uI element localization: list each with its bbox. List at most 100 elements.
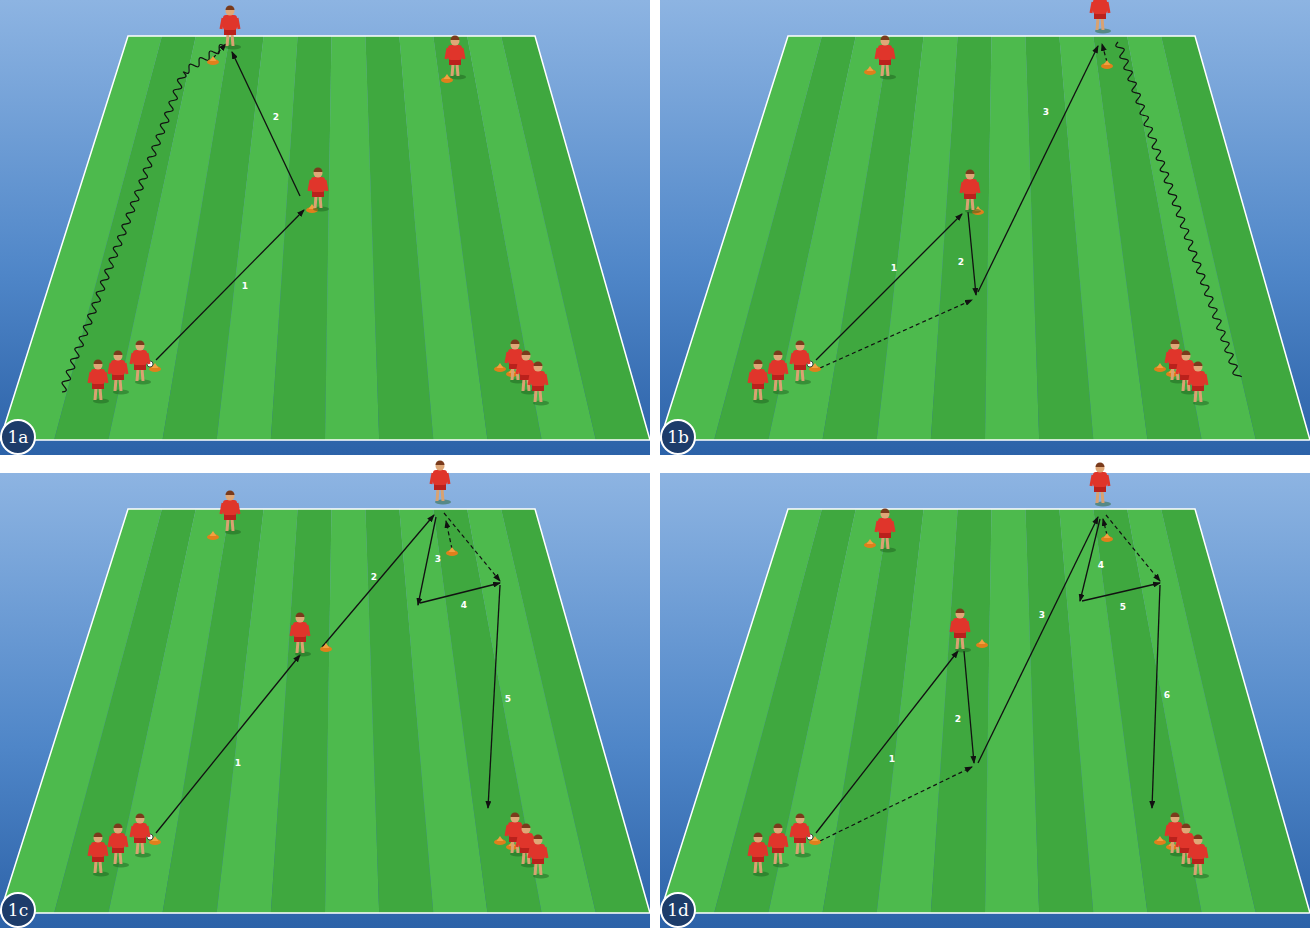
player-figure [961,170,981,214]
step-number: 4 [1098,560,1104,570]
panel-label: 1a [8,427,29,447]
pass-arrow [418,517,436,605]
player-figure [769,824,789,868]
step-number: 1 [235,758,241,768]
pass-arrow [232,52,300,196]
panel-label: 1c [8,900,28,920]
pitch-stripe [271,36,332,440]
step-number: 5 [1120,602,1126,612]
cone-marker [494,836,506,845]
step-number: 2 [273,112,279,122]
step-number: 3 [1043,107,1049,117]
pitch-boundary [660,509,1310,913]
player-figure [791,341,811,385]
player-figure [291,613,311,657]
cone-marker [1154,836,1166,845]
sky-background [0,473,650,928]
step-number: 3 [435,554,441,564]
dribble-path [62,72,186,392]
cone-marker [494,363,506,372]
player-figure [876,36,896,80]
panel-label: 1d [667,900,689,920]
player-figure [1091,463,1111,507]
step-number: 1 [889,754,895,764]
pass-arrow [488,585,500,808]
player-figure [1189,835,1209,879]
step-number: 2 [371,572,377,582]
pass-arrow [322,515,434,647]
player-figure [876,509,896,553]
player-figure [221,6,241,50]
player-figure [529,835,549,879]
pitch-stripe [501,36,650,440]
pass-arrow [816,214,962,360]
run-arrow [1102,44,1107,62]
pitch-stripe [271,509,332,913]
player-figure [1189,362,1209,406]
player-figure [529,362,549,406]
pitch-stripe [931,509,992,913]
drill-panel [660,0,1310,455]
panel-badge: 1d [660,892,696,928]
pass-arrow [1152,585,1160,808]
player-figure [89,360,109,404]
pass-arrow [156,655,300,833]
sky-background [660,0,1310,455]
panel-badge: 1b [660,419,696,455]
drill-panel [0,0,650,455]
player-figure [309,168,329,212]
sky-background [660,473,1310,928]
pitch-boundary [0,36,650,440]
pitch-boundary [0,509,650,913]
run-arrow [444,513,500,581]
player-figure [221,491,241,535]
panel-label: 1b [667,427,689,447]
cone-marker [446,547,458,556]
player-figure [109,824,129,868]
run-arrow [213,44,226,58]
pass-arrow [420,583,500,603]
pass-arrow [978,46,1098,292]
step-number: 1 [242,281,248,291]
step-number: 2 [958,257,964,267]
panel-badge: 1a [0,419,36,455]
pass-arrow [968,212,976,295]
cone-marker [976,639,988,648]
dribble-path [184,44,224,73]
pass-arrow [156,210,304,360]
player-figure [769,351,789,395]
player-figure [791,814,811,858]
step-number: 6 [1164,690,1170,700]
cone-marker [1101,533,1113,542]
pitch-stripe [931,36,992,440]
step-number: 1 [891,263,897,273]
player-figure [1091,0,1111,33]
run-arrow [1106,515,1160,581]
pitch-boundary [660,36,1310,440]
cone-marker [320,643,332,652]
step-number: 5 [505,694,511,704]
cone-marker [1101,60,1113,69]
step-number: 2 [955,714,961,724]
player-figure [89,833,109,877]
run-arrow [820,767,972,841]
player-figure [109,351,129,395]
drill-panel [0,461,650,928]
player-figure [951,609,971,653]
pass-arrow [816,651,958,833]
sky-background [0,0,650,455]
pass-arrow [1082,583,1160,601]
step-number: 4 [461,600,467,610]
run-arrow [446,521,452,549]
player-figure [446,36,466,80]
cone-marker [207,531,219,540]
player-figure [749,360,769,404]
drill-panel [660,463,1310,928]
cone-marker [1154,363,1166,372]
player-figure [131,341,151,385]
pitch-stripe [1161,509,1310,913]
pass-arrow [1080,519,1100,601]
cone-marker [864,539,876,548]
